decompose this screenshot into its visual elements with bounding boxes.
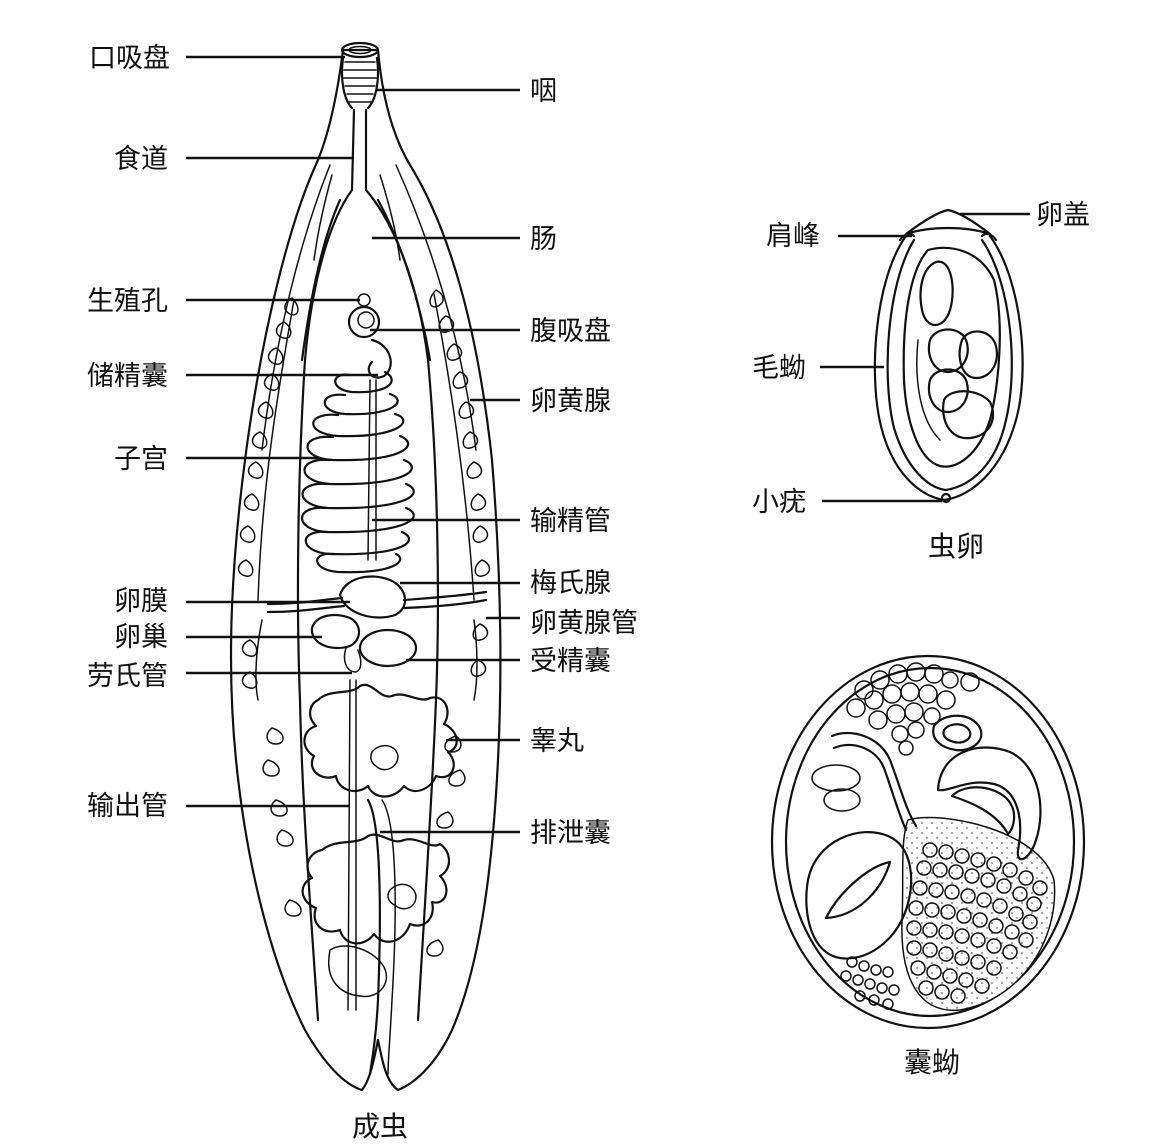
cyst-wall-outer [770,654,1086,1030]
label-excretory-bladder: 排泄囊 [530,818,611,849]
label-ventral-sucker: 腹吸盘 [530,316,611,347]
vitelline-duct [266,596,346,614]
adult-labels-left: 口吸盘 食道 生殖孔 储精囊 子宫 卵膜 卵巢 劳氏管 输出管 [87,43,170,822]
oral-sucker [340,41,380,59]
label-miracidium: 毛蚴 [752,353,806,384]
caption-metacercaria: 囊蚴 [904,1046,960,1079]
egg-leader-lines [820,212,1030,503]
mehlis-gland [338,575,406,619]
label-oral-sucker: 口吸盘 [89,43,170,74]
egg-shell [873,234,1024,502]
uterus [300,370,415,574]
label-pharynx: 咽 [530,76,557,107]
adult-body-outline [229,48,502,1092]
egg-knob [940,492,952,504]
ventral-sucker [347,305,381,339]
label-mehlis-gland: 梅氏腺 [530,568,611,599]
ovary [310,613,361,650]
vitellaria-left [237,297,299,689]
label-uterus: 子宫 [114,444,168,475]
label-genital-pore: 生殖孔 [87,286,168,317]
pharynx [340,56,380,110]
metacercaria [770,654,1086,1030]
label-knob: 小疣 [752,487,806,518]
label-laurer-canal: 劳氏管 [87,661,168,692]
label-seminal-receptacle: 受精囊 [530,646,611,677]
vitellaria-right [429,289,491,677]
label-esophagus: 食道 [114,144,168,175]
label-testis: 睾丸 [530,726,584,757]
label-vitelline-duct: 卵黄腺管 [530,608,638,639]
vas-efferens [347,679,357,1011]
testis-anterior [303,683,458,798]
seminal-receptacle [358,628,418,668]
egg-labels: 肩峰 卵盖 毛蚴 小疣 [752,200,1090,518]
cyst-globules [846,662,980,756]
caption-adult: 成虫 [352,1110,408,1143]
label-vitellaria: 卵黄腺 [530,386,611,417]
seminal-vesicle [367,338,392,379]
cyst-wall-inner [784,666,1076,1018]
adult-leader-lines [186,55,520,834]
cyst-oral-sucker [805,831,913,960]
label-vas-efferens: 输出管 [87,791,168,822]
egg-operculum [904,208,992,236]
label-operculum: 卵盖 [1036,200,1090,231]
laurer-canal [343,647,362,673]
label-vas-deferens: 输精管 [530,506,611,537]
egg [873,208,1024,504]
testis-posterior [301,833,451,945]
adult-labels-right: 咽 肠 腹吸盘 卵黄腺 输精管 梅氏腺 卵黄腺管 受精囊 睾丸 排泄囊 [530,76,638,849]
caption-egg: 虫卵 [928,530,984,563]
label-ootype: 卵膜 [114,586,168,617]
egg-miracidium [902,246,1001,468]
cyst-ventral-sucker [936,746,1042,861]
label-seminal-vesicle: 储精囊 [87,361,168,392]
excretory-bladder [366,798,381,1076]
label-shoulder: 肩峰 [766,221,820,252]
cyst-coiled-tube [830,731,918,828]
label-intestine: 肠 [530,224,557,255]
vas-deferens [367,379,377,561]
label-ovary: 卵巢 [114,622,168,653]
adult-worm [229,41,502,1092]
